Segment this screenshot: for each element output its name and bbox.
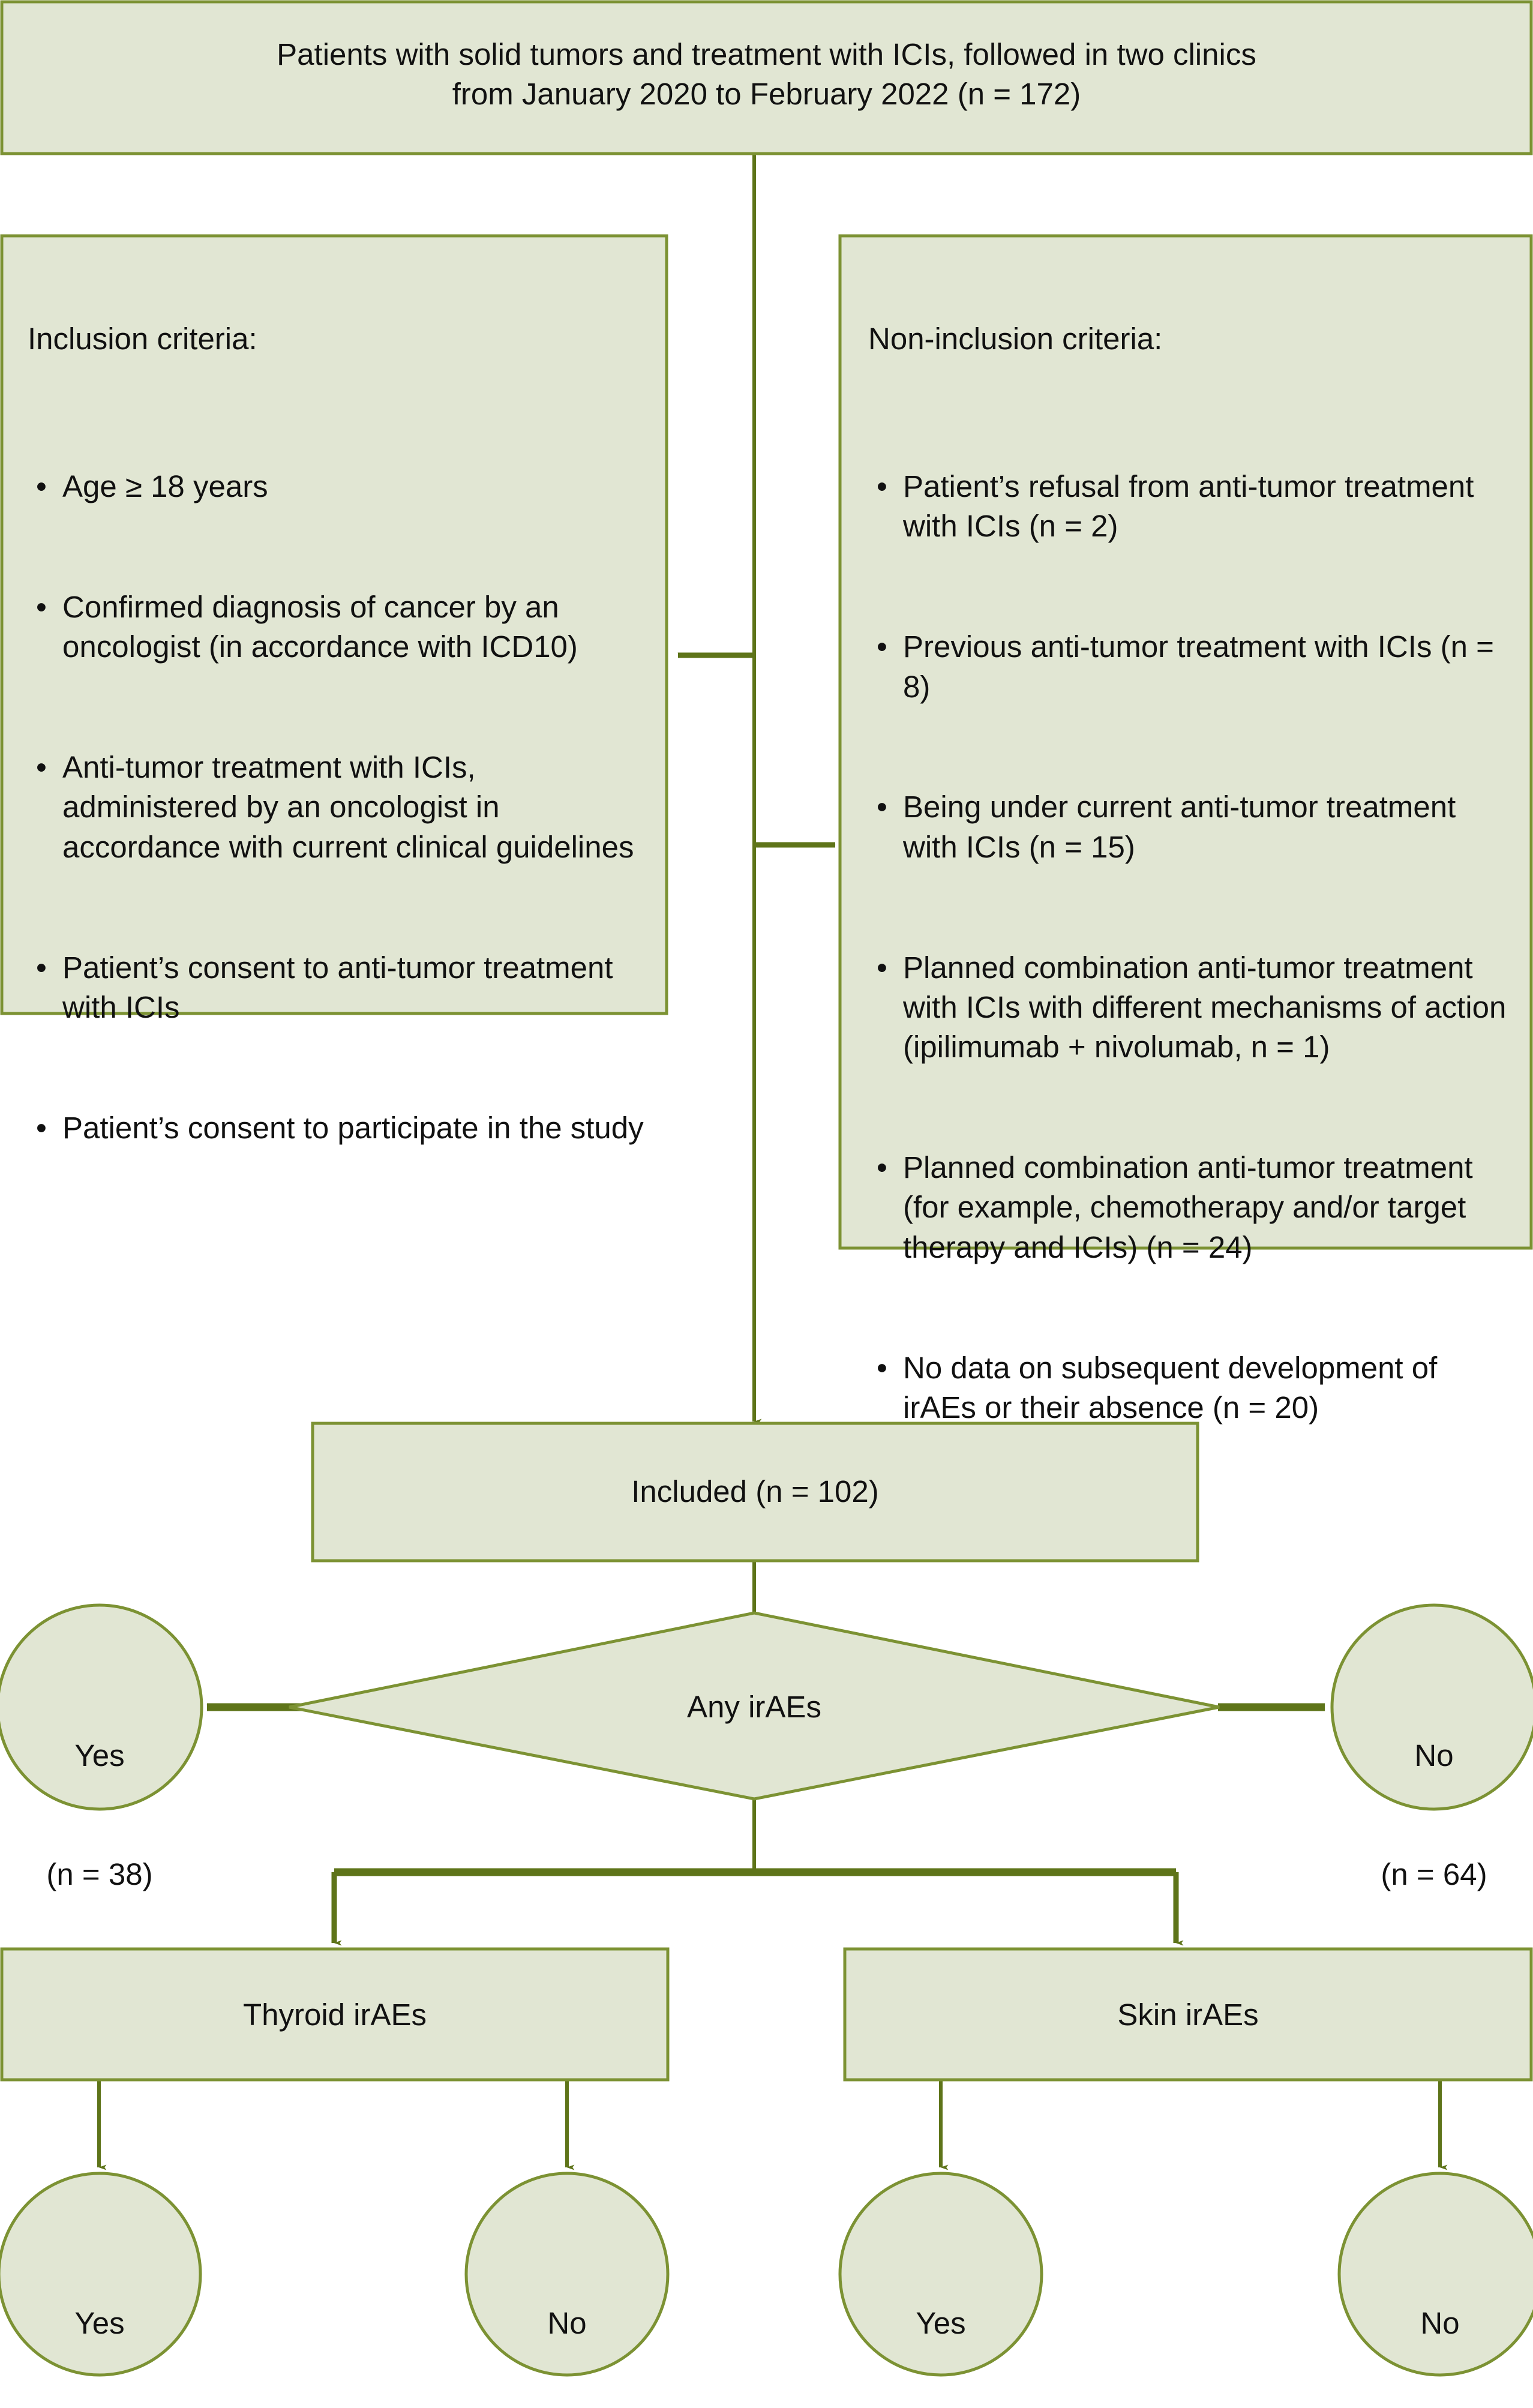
circle-thyroid-no[interactable]: [464, 2172, 670, 2377]
circle-any-irae-yes[interactable]: [0, 1603, 203, 1811]
circle-skin-no[interactable]: [1337, 2172, 1533, 2377]
circle-any-irae-no[interactable]: [1330, 1603, 1533, 1811]
circle-thyroid-yes[interactable]: [0, 2172, 202, 2377]
inclusion-criteria-box[interactable]: [0, 234, 668, 1015]
skin-iraes-box[interactable]: [843, 1947, 1533, 2082]
decision-diamond-any-iraes[interactable]: [289, 1611, 1220, 1801]
circle-skin-yes[interactable]: [838, 2172, 1043, 2377]
non-inclusion-criteria-box[interactable]: [838, 234, 1533, 1250]
source-box[interactable]: [0, 0, 1533, 155]
included-box[interactable]: [311, 1422, 1199, 1563]
thyroid-iraes-box[interactable]: [0, 1947, 670, 2082]
